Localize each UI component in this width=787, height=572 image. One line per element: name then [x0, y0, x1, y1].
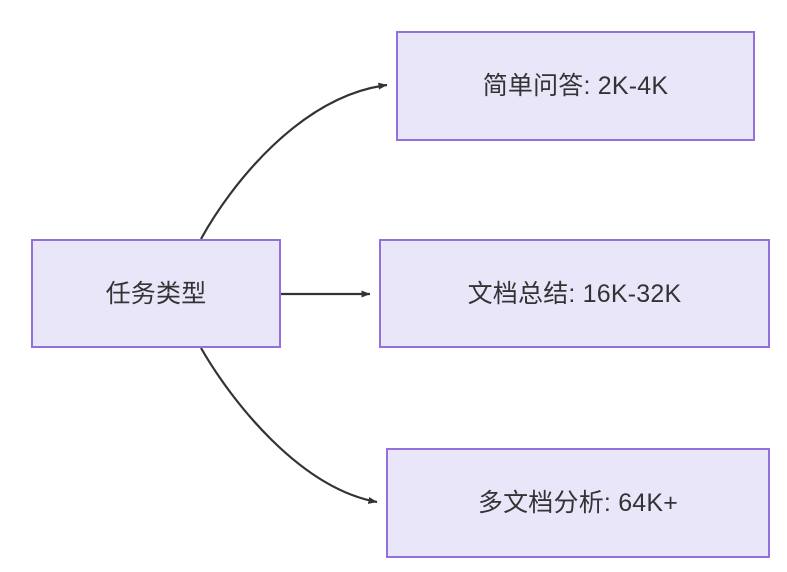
node-simple-qa-label: 简单问答: 2K-4K: [482, 72, 669, 100]
edge-root-to-multi-doc: [200, 347, 378, 504]
node-task-type[interactable]: 任务类型: [31, 239, 281, 348]
node-simple-qa[interactable]: 简单问答: 2K-4K: [396, 31, 755, 141]
node-multi-document-analysis[interactable]: 多文档分析: 64K+: [386, 448, 770, 558]
node-document-summary[interactable]: 文档总结: 16K-32K: [379, 239, 770, 348]
node-task-type-label: 任务类型: [105, 279, 207, 308]
node-document-summary-label: 文档总结: 16K-32K: [467, 279, 682, 308]
edge-root-to-simple-qa: [200, 82, 388, 240]
node-multi-document-analysis-label: 多文档分析: 64K+: [477, 489, 679, 517]
